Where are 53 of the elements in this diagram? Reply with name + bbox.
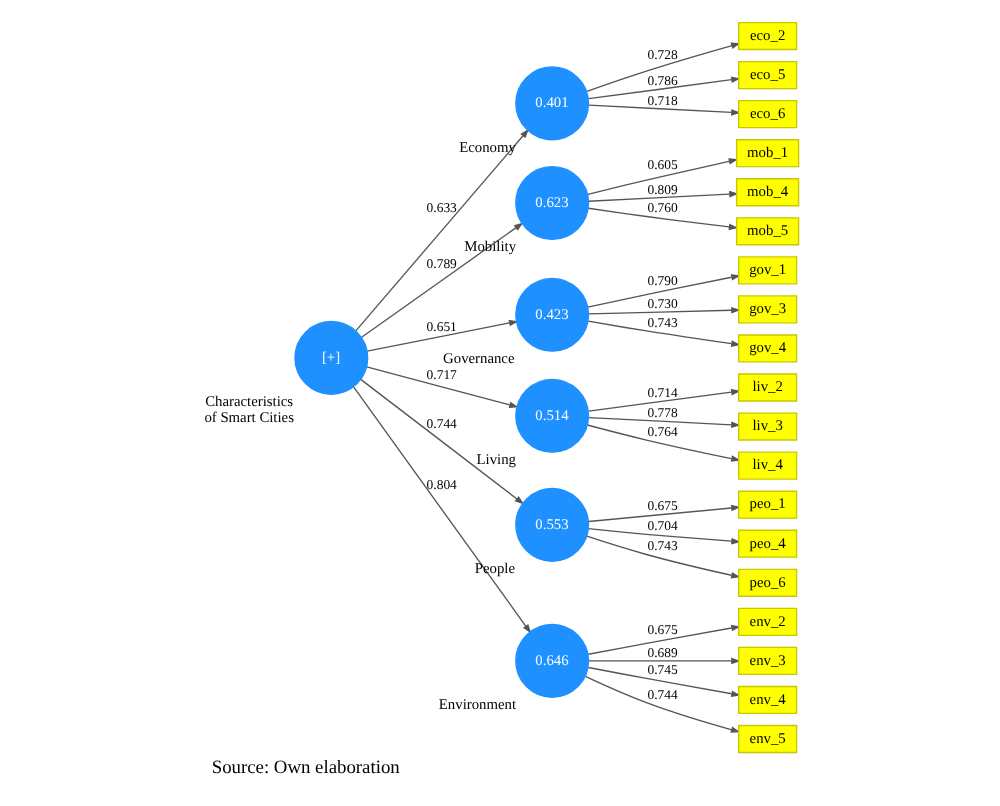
node-box: eco_2: [737, 21, 797, 51]
node-label: Environment: [437, 695, 516, 714]
arrow: [586, 388, 740, 412]
arrow: [359, 378, 524, 505]
node-circle: [+]: [293, 320, 368, 395]
node-box: peo_6: [737, 568, 797, 597]
node-label: Characteristics of Smart Cities: [203, 392, 293, 427]
node-box: env_2: [737, 607, 797, 636]
arrow: [586, 657, 740, 665]
arrow: [585, 42, 740, 92]
arrow: [586, 416, 740, 429]
node-box: eco_5: [737, 60, 797, 90]
arrow: [359, 222, 523, 338]
node-box: liv_2: [737, 373, 797, 402]
node-box: eco_6: [737, 100, 797, 129]
arrow: [585, 424, 740, 462]
arrow: [365, 366, 518, 408]
arrow: [586, 158, 738, 196]
node-box: mob_4: [735, 178, 799, 207]
node-box: gov_4: [737, 334, 797, 363]
node-box: env_3: [737, 646, 797, 676]
arrow: [586, 666, 740, 697]
arrow: [586, 76, 740, 100]
node-label: Living: [475, 450, 516, 468]
arrow: [354, 128, 528, 332]
arrow: [586, 527, 740, 545]
node-label: Governance: [442, 349, 514, 367]
node-box: peo_4: [737, 529, 797, 558]
arrow: [351, 386, 531, 634]
node-box: liv_3: [737, 412, 797, 441]
node-box: mob_1: [735, 139, 799, 168]
arrow: [583, 675, 740, 733]
arrow: [586, 624, 740, 655]
node-box: liv_4: [737, 451, 797, 480]
arrow: [365, 319, 518, 352]
node-box: mob_5: [735, 217, 799, 246]
arrow: [586, 207, 738, 231]
arrow: [586, 190, 738, 202]
node-circle: 0.423: [514, 277, 589, 352]
node-box: env_4: [737, 685, 797, 715]
node-box: gov_1: [737, 256, 797, 285]
arrow: [585, 535, 740, 579]
node-box: peo_1: [737, 490, 797, 519]
arrow: [586, 320, 740, 347]
caption: Source: Own elaboration: [210, 758, 399, 779]
arrow: [586, 504, 740, 523]
node-box: gov_3: [737, 295, 797, 324]
node-label: Economy: [458, 137, 515, 156]
arrow: [586, 307, 740, 315]
node-box: env_5: [737, 724, 797, 754]
arrow: [586, 274, 740, 308]
arrow: [586, 104, 740, 116]
node-circle: 0.514: [514, 378, 589, 453]
